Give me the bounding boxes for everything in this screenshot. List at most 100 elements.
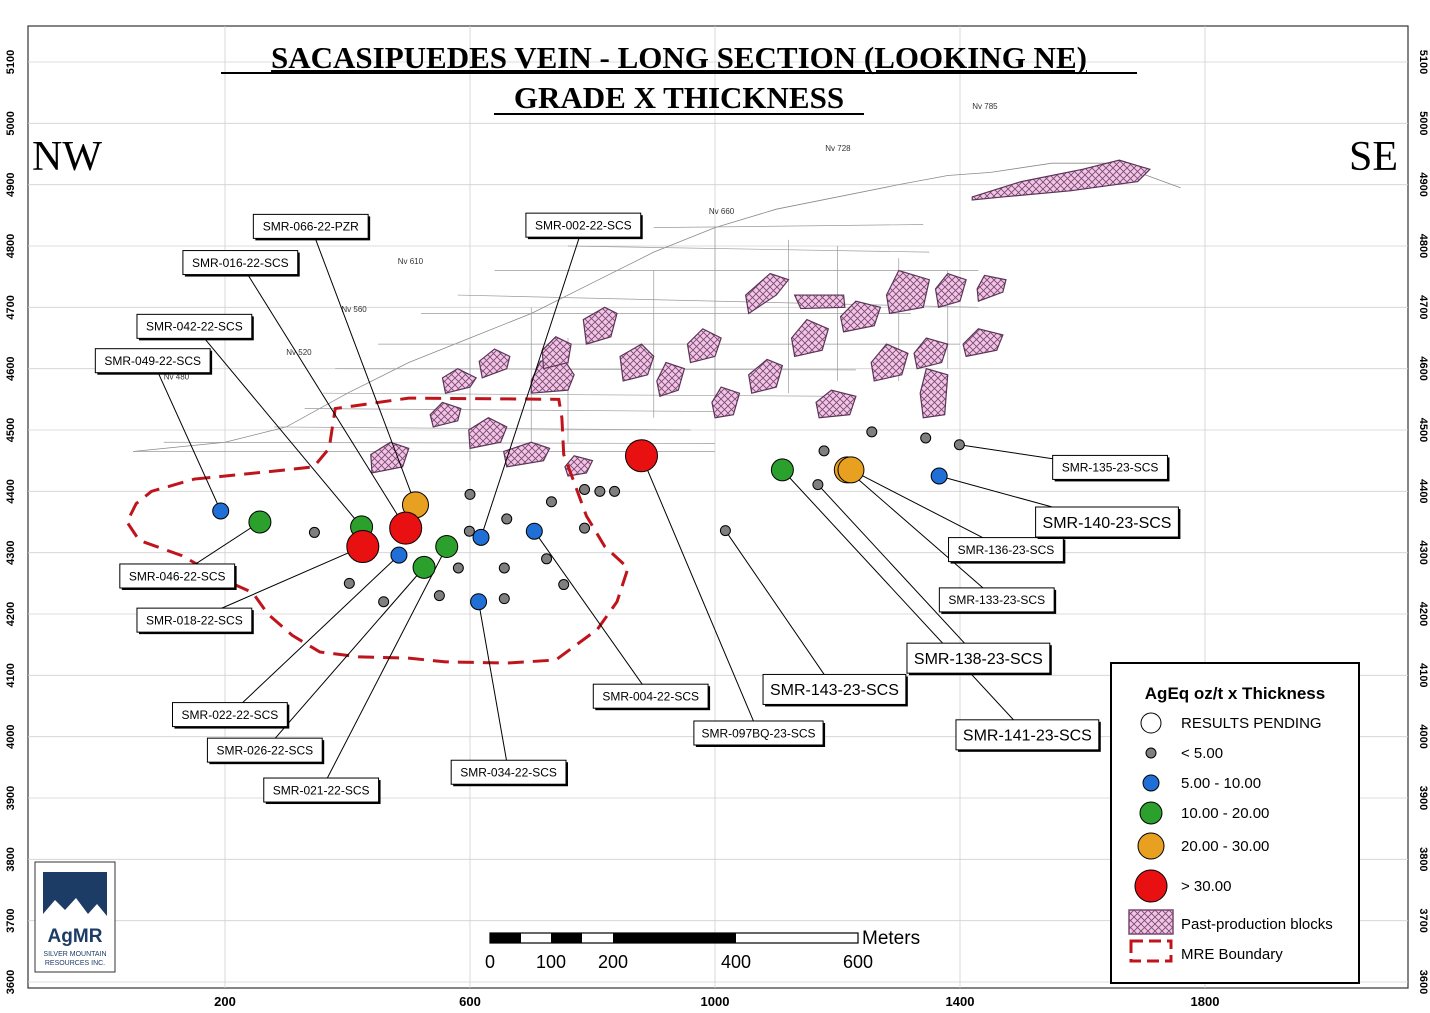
drillhole-point-red[interactable] bbox=[389, 511, 423, 545]
drillhole-label[interactable]: SMR-018-22-SCS bbox=[136, 607, 254, 635]
drillhole-point-blue[interactable] bbox=[525, 522, 543, 540]
drillhole-point-blue[interactable] bbox=[470, 593, 488, 611]
scale-tick-0: 0 bbox=[485, 952, 495, 972]
drillhole-label[interactable]: SMR-138-23-SCS bbox=[906, 642, 1052, 676]
drillhole-point-low[interactable] bbox=[609, 485, 621, 497]
y-tick-label-left: 4400 bbox=[5, 479, 17, 503]
drillhole-point-blue[interactable] bbox=[472, 528, 490, 546]
drillhole-point-green[interactable] bbox=[412, 555, 436, 579]
drillhole-label[interactable]: SMR-141-23-SCS bbox=[955, 719, 1101, 752]
leader-line bbox=[193, 326, 362, 528]
drillhole-label[interactable]: SMR-097BQ-23-SCS bbox=[693, 720, 826, 747]
drillhole-point-low[interactable] bbox=[719, 525, 731, 537]
drillhole-id: SMR-133-23-SCS bbox=[948, 593, 1045, 607]
mre-boundary bbox=[125, 396, 630, 665]
logo-tagline-1: SILVER MOUNTAIN bbox=[43, 951, 106, 958]
legend-item-label: 5.00 - 10.00 bbox=[1181, 775, 1261, 792]
drillhole-point-low[interactable] bbox=[463, 525, 475, 537]
drillhole-point-low[interactable] bbox=[498, 593, 510, 605]
production-block bbox=[370, 441, 410, 474]
drillhole-id: SMR-135-23-SCS bbox=[1062, 461, 1159, 475]
legend-item-label: > 30.00 bbox=[1181, 878, 1231, 895]
legend-item-label: 20.00 - 30.00 bbox=[1181, 838, 1269, 855]
y-tick-label-right: 3600 bbox=[1417, 970, 1429, 994]
drillhole-label[interactable]: SMR-143-23-SCS bbox=[762, 673, 908, 707]
y-tick-label-right: 3900 bbox=[1417, 786, 1429, 810]
drillhole-point-low[interactable] bbox=[579, 522, 591, 534]
drillhole-point-low[interactable] bbox=[812, 479, 824, 491]
label-box bbox=[592, 683, 709, 709]
drillhole-point-low[interactable] bbox=[545, 496, 557, 508]
drillhole-point-low[interactable] bbox=[308, 526, 320, 538]
production-block bbox=[815, 389, 857, 419]
legend-item-label: 10.00 - 20.00 bbox=[1181, 805, 1269, 822]
drillhole-label[interactable]: SMR-133-23-SCS bbox=[938, 587, 1057, 614]
y-tick-label-right: 4300 bbox=[1417, 540, 1429, 564]
drillhole-label[interactable]: SMR-140-23-SCS bbox=[1035, 506, 1181, 539]
drillhole-point-red[interactable] bbox=[625, 439, 658, 473]
drillhole-label[interactable]: SMR-026-22-SCS bbox=[206, 737, 325, 765]
leader-line bbox=[533, 530, 652, 697]
drillhole-id: SMR-004-22-SCS bbox=[602, 690, 699, 704]
logo-tagline-2: RESOURCES INC. bbox=[45, 960, 105, 967]
drillhole-label[interactable]: SMR-046-22-SCS bbox=[119, 563, 237, 590]
production-block bbox=[686, 328, 722, 364]
label-box bbox=[94, 348, 211, 374]
leader-line bbox=[725, 530, 835, 690]
drillhole-point-low[interactable] bbox=[464, 488, 476, 500]
drillhole-id: SMR-026-22-SCS bbox=[216, 743, 313, 757]
drillhole-point-low[interactable] bbox=[920, 432, 932, 444]
drillhole-point-low[interactable] bbox=[594, 485, 606, 497]
drillhole-label[interactable]: SMR-002-22-SCS bbox=[525, 212, 643, 240]
drillhole-label[interactable]: SMR-135-23-SCS bbox=[1052, 454, 1170, 482]
production-block bbox=[656, 361, 686, 398]
drillhole-point-orange[interactable] bbox=[837, 456, 865, 484]
drillhole-point-low[interactable] bbox=[558, 579, 570, 591]
label-box bbox=[1052, 454, 1168, 480]
drillhole-point-green[interactable] bbox=[248, 510, 272, 534]
drillhole-label[interactable]: SMR-136-23-SCS bbox=[948, 537, 1066, 564]
drillhole-point-red[interactable] bbox=[346, 530, 380, 564]
production-block bbox=[429, 401, 462, 428]
y-tick-label-right: 4900 bbox=[1417, 172, 1429, 196]
drillhole-label[interactable]: SMR-022-22-SCS bbox=[172, 702, 290, 729]
drillhole-point-low[interactable] bbox=[433, 590, 445, 602]
drillhole-label[interactable]: SMR-066-22-PZR bbox=[252, 213, 371, 241]
logo-name: AgMR bbox=[48, 926, 103, 947]
legend-blocks-swatch bbox=[1128, 909, 1174, 935]
production-block bbox=[564, 455, 594, 477]
drillhole-point-low[interactable] bbox=[541, 553, 553, 565]
drillhole-point-low[interactable] bbox=[501, 513, 513, 525]
y-tick-label-right: 3700 bbox=[1417, 908, 1429, 932]
drillhole-point-green[interactable] bbox=[435, 535, 459, 559]
drillhole-point-low[interactable] bbox=[953, 439, 965, 451]
drillhole-point-green[interactable] bbox=[770, 458, 794, 482]
drillhole-point-low[interactable] bbox=[866, 426, 878, 438]
y-tick-label-left: 4600 bbox=[5, 356, 17, 380]
drillhole-point-low[interactable] bbox=[378, 596, 390, 608]
drillhole-label[interactable]: SMR-004-22-SCS bbox=[592, 683, 711, 711]
drillhole-point-blue[interactable] bbox=[390, 546, 408, 564]
drillhole-label[interactable]: SMR-034-22-SCS bbox=[450, 759, 568, 787]
drillhole-label[interactable]: SMR-049-22-SCS bbox=[94, 348, 213, 375]
leader-line bbox=[320, 546, 448, 791]
drillhole-point-blue[interactable] bbox=[930, 467, 948, 485]
level-drift bbox=[322, 392, 838, 397]
drillhole-label[interactable]: SMR-021-22-SCS bbox=[263, 777, 381, 805]
drillhole-label[interactable]: SMR-042-22-SCS bbox=[136, 313, 254, 341]
drillhole-point-low[interactable] bbox=[818, 445, 830, 457]
drillhole-point-low[interactable] bbox=[452, 562, 464, 574]
drillhole-point-blue[interactable] bbox=[212, 502, 230, 520]
drillhole-label[interactable]: SMR-016-22-SCS bbox=[182, 250, 300, 277]
drillhole-point-low[interactable] bbox=[579, 483, 591, 495]
drillhole-point-low[interactable] bbox=[343, 577, 355, 589]
production-block bbox=[744, 272, 790, 315]
legend-boundary-swatch bbox=[1129, 939, 1173, 963]
label-box bbox=[693, 720, 824, 746]
y-tick-label-right: 4100 bbox=[1417, 663, 1429, 687]
production-block bbox=[962, 328, 1004, 358]
drillhole-point-low[interactable] bbox=[498, 562, 510, 574]
title-line-2: GRADE X THICKNESS bbox=[514, 80, 844, 115]
